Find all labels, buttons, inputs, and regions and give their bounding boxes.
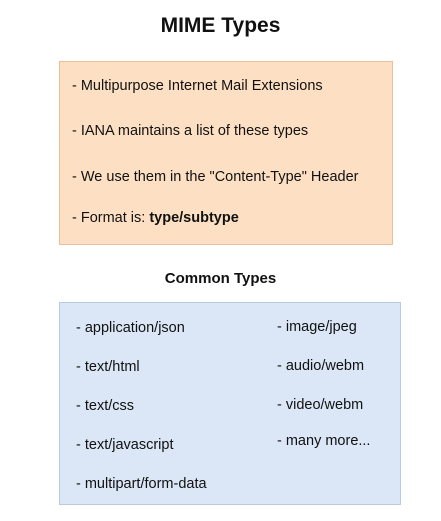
info-line-definition: - Multipurpose Internet Mail Extensions [72,78,323,94]
type-item: - multipart/form-data [76,476,207,492]
type-item: - text/css [76,398,135,414]
common-types-box: - application/json - text/html - text/cs… [59,302,401,505]
type-item: - text/html [76,359,140,375]
info-line-content-type: - We use them in the "Content-Type" Head… [72,169,359,185]
common-types-heading: Common Types [164,270,277,287]
type-item: - many more... [277,433,371,449]
page-title: MIME Types [160,14,281,37]
info-box: - Multipurpose Internet Mail Extensions … [59,61,393,245]
type-item: - image/jpeg [277,319,357,335]
type-item: - audio/webm [277,358,365,374]
type-item: - video/webm [277,397,364,413]
format-value: type/subtype [149,210,239,226]
type-item: - text/javascript [76,437,174,453]
info-line-format: - Format is: type/subtype [72,210,239,226]
type-item: - application/json [76,320,185,336]
format-prefix: - Format is: [72,210,150,226]
info-line-iana: - IANA maintains a list of these types [72,123,309,139]
